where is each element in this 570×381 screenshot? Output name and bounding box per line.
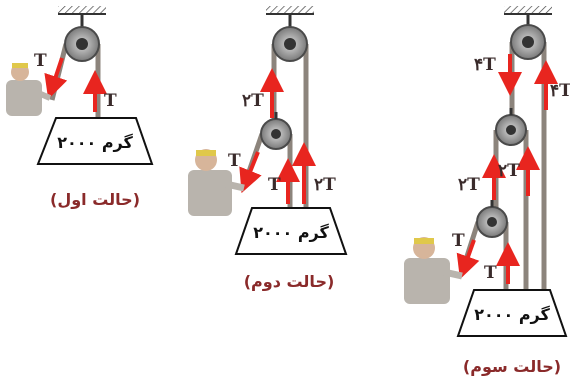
person-pulling-icon [188, 149, 245, 216]
pulley-icon [260, 112, 292, 150]
weight-block [456, 289, 568, 337]
scenario-3: ۴T ۴T ۲T ۲T T T ۲۰۰۰ گرم (حالت سوم) [404, 6, 570, 376]
tension-label-right: ۲T [314, 175, 336, 195]
tension-label-top-left: ۴T [474, 55, 496, 75]
mass-label: ۲۰۰۰ گرم [474, 305, 550, 324]
tension-arrow-icon [456, 239, 480, 280]
person-pulling-icon [404, 237, 463, 304]
tension-label-inner: T [268, 175, 281, 195]
ceiling-hatch-icon [58, 6, 106, 14]
pulley-icon [272, 26, 308, 62]
caption: (حالت اول) [50, 190, 140, 209]
scenario-2: ۲T T T ۲T ۲۰۰۰ گرم (حالت دوم) [188, 6, 348, 291]
person-pulling-icon [6, 63, 52, 116]
tension-label-pull: T [228, 151, 241, 171]
mass-label: ۲۰۰۰ گرم [253, 223, 329, 242]
tension-arrow-icon [239, 151, 262, 194]
tension-arrow-icon [44, 57, 68, 100]
tension-label-mid-left: ۲T [458, 175, 480, 195]
pulley-icon [510, 24, 546, 60]
tension-label-pull: T [452, 231, 465, 251]
caption: (حالت دوم) [244, 272, 335, 291]
tension-label-top-right: ۴T [550, 81, 570, 101]
weight-block [234, 207, 348, 255]
ceiling-hatch-icon [504, 6, 552, 14]
tension-label-rope: T [104, 91, 117, 111]
tension-label-pull: T [34, 51, 47, 71]
scenario-1: T T ۲۰۰۰ گرم (حالت اول) [6, 6, 154, 209]
pulley-icon [64, 26, 100, 62]
pulley-icon [495, 108, 527, 146]
tension-label-upper: ۲T [242, 91, 264, 111]
pulley-icon [476, 200, 508, 238]
tension-label-inner: T [484, 263, 497, 283]
tension-label-mid-right: ۲T [498, 161, 520, 181]
caption: (حالت سوم) [463, 357, 561, 376]
mass-label: ۲۰۰۰ گرم [57, 133, 133, 152]
weight-block [36, 117, 154, 165]
ceiling-hatch-icon [266, 6, 314, 14]
